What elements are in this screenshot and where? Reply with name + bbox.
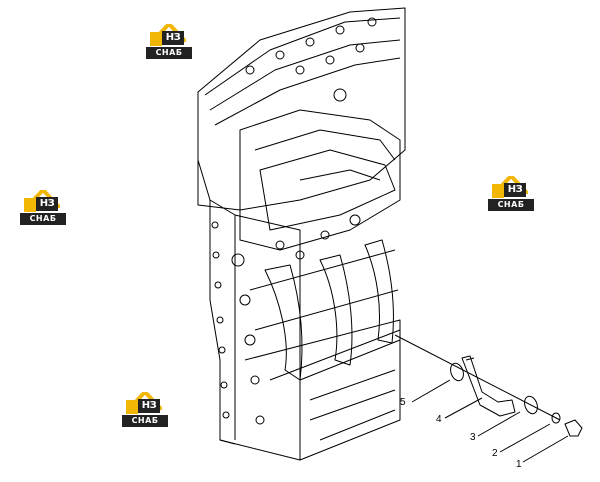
watermark-logo-right: НЗ СНАБ [488, 176, 534, 216]
part-2-nut [551, 412, 561, 424]
watermark-logo-top: НЗ СНАБ [146, 24, 192, 64]
side-holes [211, 221, 265, 425]
callout-3: 3 [470, 432, 476, 443]
block-top-edge [197, 7, 406, 211]
callout-5: 5 [400, 397, 406, 408]
part-5-oring [450, 362, 464, 382]
callout-1: 1 [516, 459, 522, 470]
part-3-washer [524, 395, 538, 415]
part-4-guide [461, 355, 516, 417]
oil-pan-rail [269, 329, 401, 381]
callout-leader-1 [522, 435, 569, 463]
part-1-bolt [564, 419, 583, 437]
top-bolt-holes [245, 17, 377, 75]
callout-leader-4 [444, 397, 483, 419]
crank-bay-2 [319, 254, 353, 366]
callout-2: 2 [492, 448, 498, 459]
watermark-logo-bottom: НЗ СНАБ [122, 392, 168, 432]
callout-4: 4 [436, 414, 442, 425]
block-left-face [197, 92, 301, 461]
callout-leader-2 [499, 423, 551, 453]
watermark-logo-left: НЗ СНАБ [20, 190, 66, 230]
callout-leader-5 [411, 379, 451, 403]
gear-housing [239, 109, 401, 251]
callout-leader-3 [477, 411, 521, 437]
block-top-rail [204, 17, 401, 96]
